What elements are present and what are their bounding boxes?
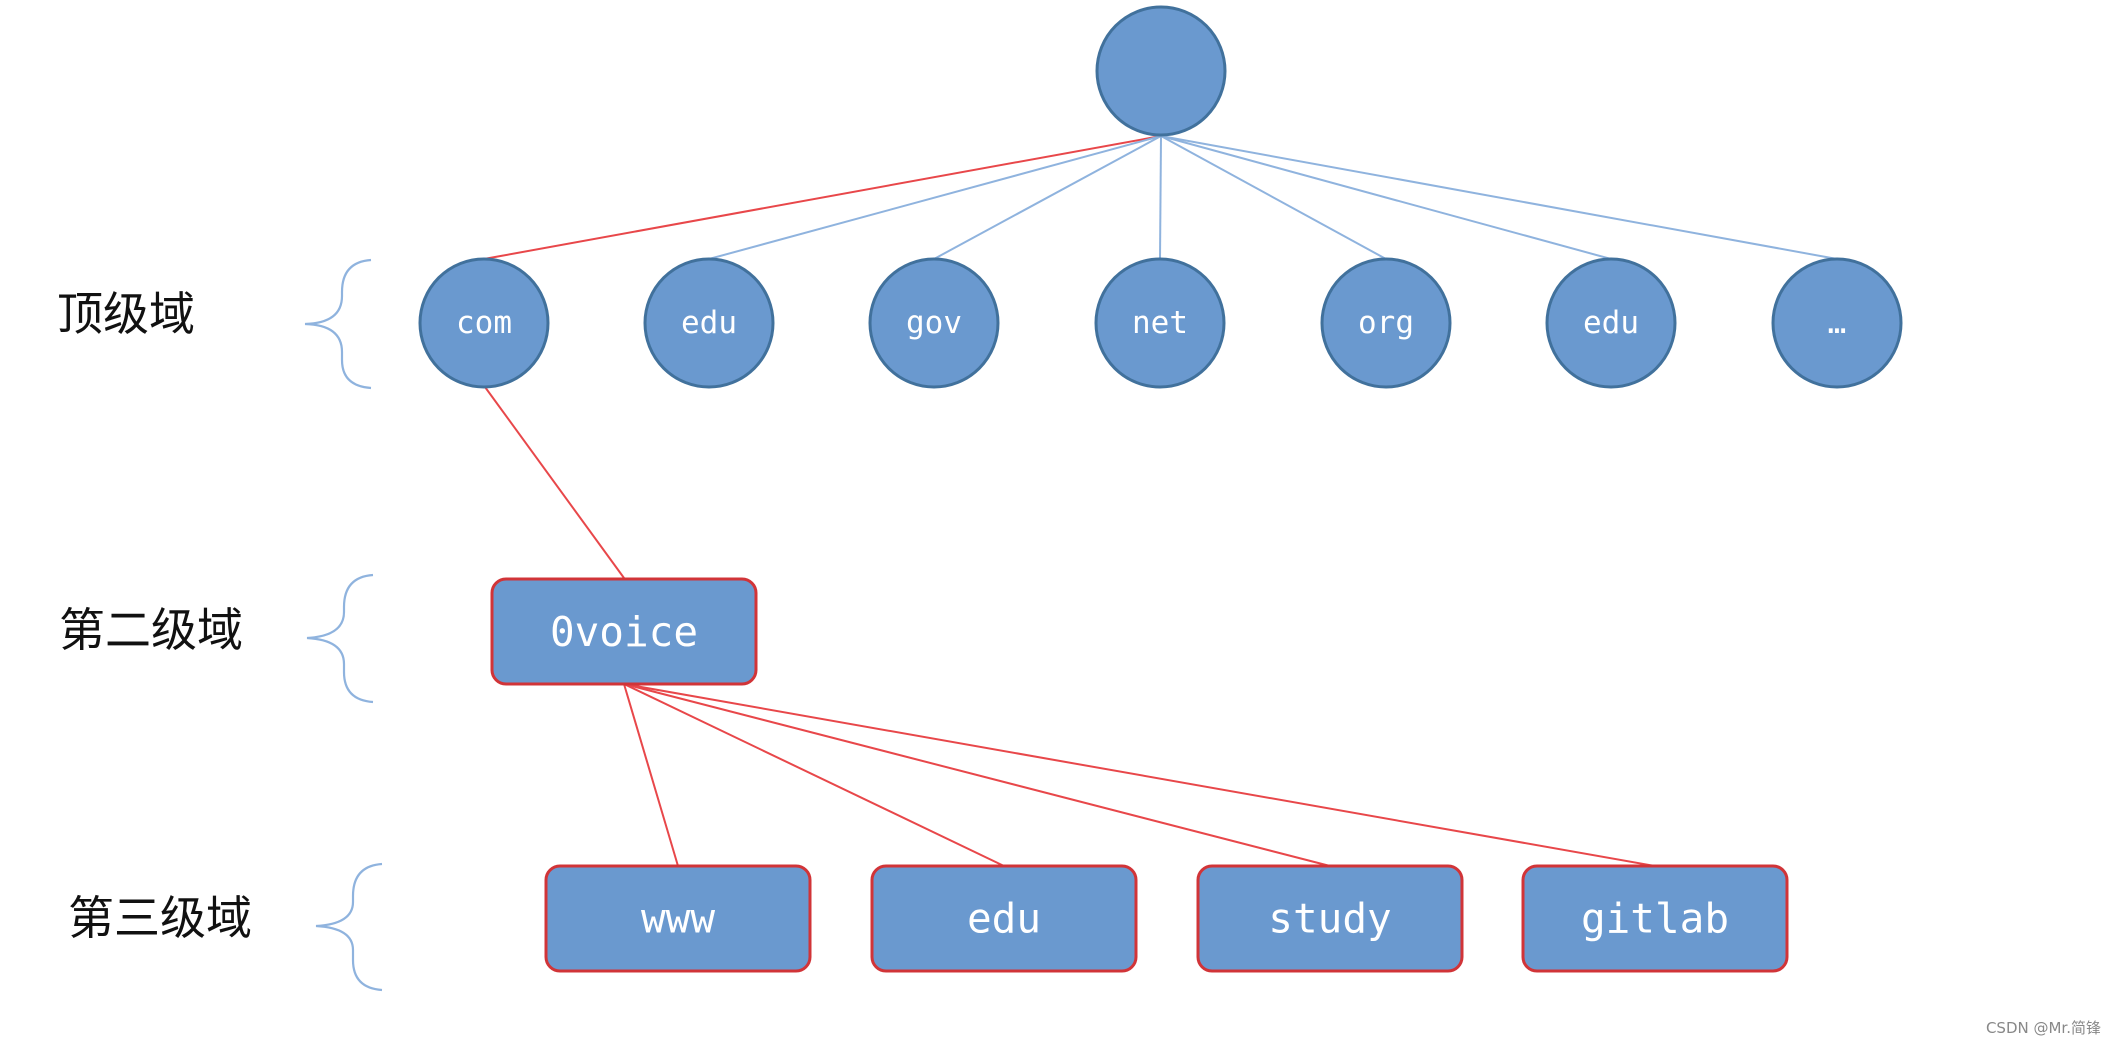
tld-node-more-6[interactable]: … [1771, 257, 1903, 389]
edge-0voice-to-edu [623, 683, 1005, 867]
edge-root-to-net-3 [1159, 135, 1162, 260]
tld-label: edu [681, 305, 737, 341]
third-level-node-edu[interactable]: edu [870, 864, 1138, 973]
tld-circle [418, 257, 550, 389]
third-level-label: gitlab [1581, 895, 1729, 943]
edge-0voice-to-gitlab [623, 683, 1656, 867]
third-level-node-gitlab[interactable]: gitlab [1521, 864, 1789, 973]
edge-root-to-edu-1 [708, 135, 1162, 260]
bracket-second-level [306, 573, 374, 704]
third-level-label: edu [967, 895, 1041, 943]
tld-circle [1545, 257, 1677, 389]
tld-node-edu-1[interactable]: edu [643, 257, 775, 389]
tld-label: org [1358, 305, 1414, 341]
edge-root-to-gov-2 [933, 135, 1162, 260]
tld-label: gov [906, 305, 962, 341]
level-label-third: 第三级域 [68, 891, 252, 945]
third-level-box [1196, 864, 1464, 973]
tld-circle [643, 257, 775, 389]
level-label-top: 顶级域 [57, 287, 195, 341]
edge-root-to-edu-5 [1160, 135, 1612, 260]
tld-node-net-3[interactable]: net [1094, 257, 1226, 389]
edge-root-to-more-6 [1160, 135, 1838, 260]
third-level-box [1521, 864, 1789, 973]
third-level-box [544, 864, 812, 973]
edge-0voice-to-study [623, 683, 1331, 867]
root-node[interactable] [1095, 5, 1227, 137]
third-level-label: www [641, 895, 715, 943]
tld-node-org-4[interactable]: org [1320, 257, 1452, 389]
tld-node-gov-2[interactable]: gov [868, 257, 1000, 389]
second-level-edges [623, 683, 1656, 867]
tld-node-com-0[interactable]: com [418, 257, 550, 389]
tld-circle [1094, 257, 1226, 389]
csdn-watermark: CSDN @Mr.简锋 [1985, 1019, 2101, 1037]
third-level-label: study [1268, 895, 1391, 943]
tld-node-edu-5[interactable]: edu [1545, 257, 1677, 389]
edge-com-to-0voice [484, 386, 625, 579]
tld-circle [1320, 257, 1452, 389]
tld-circle [868, 257, 1000, 389]
edge-0voice-to-www [623, 683, 679, 867]
node-label-0voice: 0voice [550, 608, 698, 656]
root-edges [483, 135, 1838, 260]
third-level-box [870, 864, 1138, 973]
tld-label: net [1132, 305, 1188, 341]
top-level-domain-nodes: com edu gov net org edu … [418, 257, 1903, 389]
level-label-second: 第二级域 [59, 603, 243, 657]
edge-root-to-org-4 [1160, 135, 1387, 260]
bracket-top-level [304, 258, 372, 390]
tld-label: … [1828, 305, 1847, 341]
tld-label: edu [1583, 305, 1639, 341]
third-level-node-www[interactable]: www [544, 864, 812, 973]
third-level-node-study[interactable]: study [1196, 864, 1464, 973]
tld-label: com [456, 305, 512, 341]
second-level-node-0voice[interactable]: 0voice [490, 577, 758, 686]
edge-root-to-com-0 [483, 135, 1162, 260]
third-level-domain-nodes: www edu study gitlab [544, 864, 1789, 973]
tld-circle [1771, 257, 1903, 389]
bracket-third-level [315, 862, 383, 992]
